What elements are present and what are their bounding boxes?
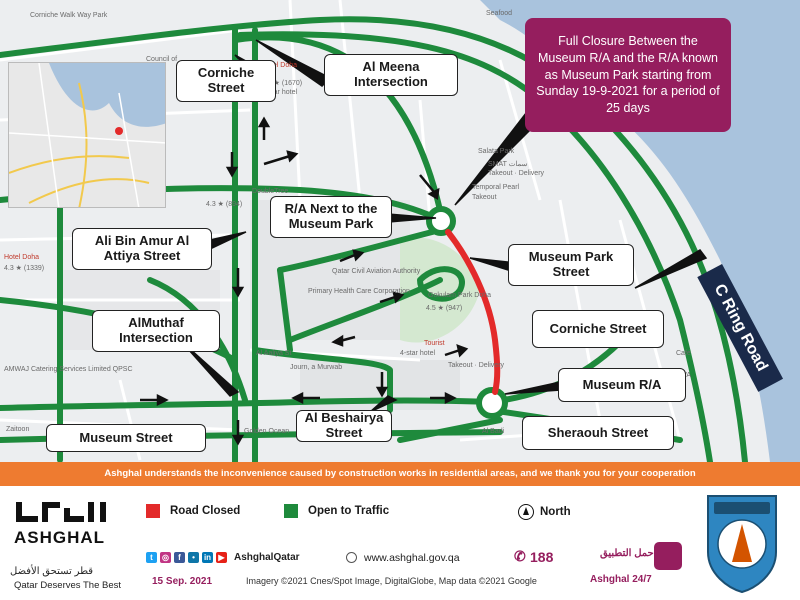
social-handle[interactable]: AshghalQatar <box>234 552 300 563</box>
inset-map <box>8 62 166 208</box>
legend-open-traffic-label: Open to Traffic <box>308 505 390 517</box>
map-label: 4-star hotel <box>400 350 436 357</box>
map-label: Corniche Walk Way Park <box>30 12 108 19</box>
website-link[interactable]: www.ashghal.gov.qa <box>364 552 460 564</box>
roundabout-museum-park <box>426 206 456 236</box>
callout-pointers <box>179 39 708 413</box>
map-label: Café <box>676 350 691 357</box>
publish-date: 15 Sep. 2021 <box>152 576 213 587</box>
tagline-english: Qatar Deserves The Best <box>14 580 122 591</box>
legend-road-closed: Road Closed <box>146 504 240 518</box>
roundabout-museum <box>476 387 508 419</box>
map-label: 4-star hotel <box>262 89 298 96</box>
callout-almuthaf-intersection: AlMuthaf Intersection <box>92 310 220 352</box>
callout-corniche-street-top: Corniche Street <box>176 60 276 102</box>
hotline-number[interactable]: 188 <box>530 549 554 565</box>
map-label: Zaitoon <box>6 426 30 433</box>
callout-corniche-street-right: Corniche Street <box>532 310 664 348</box>
app-icon[interactable] <box>654 542 682 570</box>
app-name[interactable]: Ashghal 24/7 <box>590 574 652 585</box>
map-label: Primary Health Care Corporation <box>308 288 410 295</box>
callout-museum-street: Museum Street <box>46 424 206 452</box>
inner-loop <box>277 227 443 273</box>
closure-notice: Full Closure Between the Museum R/A and … <box>525 18 731 132</box>
map-label: 4.5 ★ (947) <box>426 305 463 312</box>
map-label: Temporal Pearl <box>472 184 520 191</box>
map-label: Gokulam Park Doha <box>428 292 492 299</box>
callout-museum-park-street: Museum Park Street <box>508 244 634 286</box>
map-label: Al Aaliya St <box>256 350 292 357</box>
linkedin-icon[interactable]: in <box>202 552 213 563</box>
inset-roads-white <box>9 63 165 207</box>
callout-al-beshairya-street: Al Beshairya Street <box>296 410 392 442</box>
legend-north-label: North <box>540 506 571 518</box>
map-label: Salata Park <box>478 148 515 155</box>
facebook-icon[interactable]: f <box>174 552 185 563</box>
map-label: Al Badi <box>482 428 505 435</box>
inner-loop-3 <box>287 277 443 343</box>
map-label: 4.3 ★ (1339) <box>4 265 45 272</box>
map-area: Corniche Walk Way Park Seafood Council o… <box>0 0 800 462</box>
south-diag <box>397 417 503 443</box>
map-label: 4.3 ★ (1670) <box>262 80 303 87</box>
map-label: Tourist <box>424 340 445 347</box>
footer: ASHGHAL قطر تستحق الأفضل Qatar Deserves … <box>0 486 800 600</box>
map-label: 4.3 ★ (894) <box>206 201 243 208</box>
map-label: Hotel Doha <box>4 254 40 261</box>
callout-sheraouh-street: Sheraouh Street <box>522 416 674 450</box>
callout-ra-next-museum-park: R/A Next to the Museum Park <box>270 196 392 238</box>
ashghal-logo-mark <box>16 502 106 522</box>
inner-loop-2 <box>277 267 293 353</box>
instagram-icon[interactable]: ◎ <box>160 552 171 563</box>
callout-al-meena-intersection: Al Meena Intersection <box>324 54 458 96</box>
park-loop <box>417 266 465 302</box>
map-label: Hotel Doha <box>262 62 298 69</box>
map-label: DoubleTree <box>252 188 289 195</box>
ashghal-logo-word: ASHGHAL <box>14 528 106 547</box>
corniche-inner <box>237 31 713 462</box>
globe-icon <box>346 552 357 563</box>
inset-roads <box>9 82 150 207</box>
cooperation-banner: Ashghal understands the inconvenience ca… <box>0 462 800 486</box>
legend-north: North <box>518 504 571 520</box>
inset-map-canvas <box>9 63 165 207</box>
ministry-emblem <box>700 492 784 594</box>
closed-road <box>445 229 501 395</box>
legend-road-closed-label: Road Closed <box>170 505 241 517</box>
museum-street <box>0 397 493 411</box>
al-beshairya <box>252 347 393 413</box>
map-label: Takeout · Delivery <box>448 362 505 369</box>
north-arrow-icon <box>518 504 534 520</box>
inset-water <box>49 63 165 127</box>
legend-swatch-open <box>284 504 298 518</box>
tagline-arabic: قطر تستحق الأفضل <box>10 566 94 577</box>
inset-location-marker <box>115 127 123 135</box>
cooperation-banner-text: Ashghal understands the inconvenience ca… <box>104 468 696 479</box>
imagery-credit: Imagery ©2021 Cnes/Spot Image, DigitalGl… <box>246 576 537 586</box>
twitter-icon[interactable]: t <box>146 552 157 563</box>
map-label: Journ, a Murwab <box>290 364 343 371</box>
app-download-arabic: حمل التطبيق <box>600 548 654 559</box>
legend-open-traffic: Open to Traffic <box>284 504 389 518</box>
legend-swatch-closed <box>146 504 160 518</box>
park-area <box>400 237 480 343</box>
callout-ali-bin-amur: Ali Bin Amur Al Attiya Street <box>72 228 212 270</box>
map-label: AMWAJ Catering Services Limited QPSC <box>4 366 133 373</box>
map-label: Takeout · Delivery <box>488 170 545 177</box>
ashghal-logo: ASHGHAL <box>14 500 114 556</box>
map-label: SMAT سمات <box>488 161 528 168</box>
map-label: Qatar Civil Aviation Authority <box>332 268 421 275</box>
closure-notice-text: Full Closure Between the Museum R/A and … <box>536 33 720 116</box>
flickr-icon[interactable]: • <box>188 552 199 563</box>
phone-icon: ✆ <box>514 548 526 564</box>
map-label: Seafood <box>486 10 513 17</box>
youtube-icon[interactable]: ▶ <box>216 552 227 563</box>
map-label: Golden Ocean <box>244 428 290 435</box>
callout-museum-ra: Museum R/A <box>558 368 686 402</box>
map-label: Takeout <box>472 194 497 201</box>
ministry-emblem-mark <box>707 495 777 594</box>
map-label: Council of <box>146 56 178 63</box>
